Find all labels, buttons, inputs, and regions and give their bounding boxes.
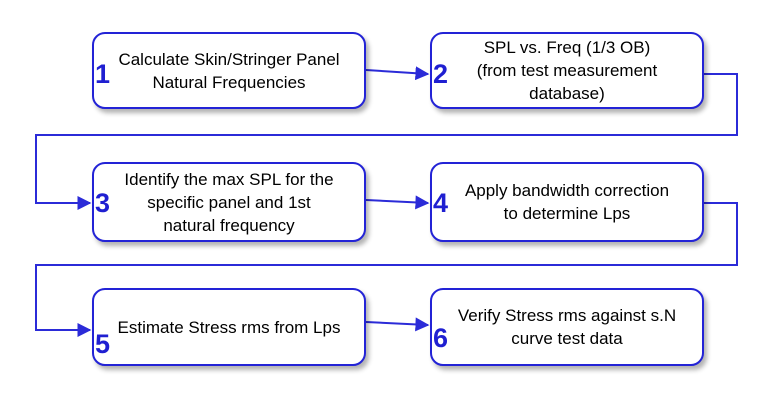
arrow-5-to-6 — [365, 317, 430, 332]
step-text-5: Estimate Stress rms from Lps — [117, 317, 341, 337]
step-box-6: Verify Stress rms against s.N curve test… — [430, 288, 704, 366]
step-number-5: 5 — [95, 329, 111, 359]
arrow-1-to-2 — [365, 66, 430, 81]
step-box-3: Identify the max SPL for the specific pa… — [92, 162, 366, 242]
step-number-4: 4 — [433, 188, 449, 218]
step-number-2: 2 — [433, 59, 449, 89]
step-text-6: Verify Stress rms against s.N curve test… — [457, 306, 677, 348]
step-text-3: Identify the max SPL for the specific pa… — [124, 169, 334, 235]
step-box-2: SPL vs. Freq (1/3 OB) (from test measure… — [430, 32, 704, 109]
step-box-4: Apply bandwidth correction to determine … — [430, 162, 704, 242]
step-number-3: 3 — [95, 188, 111, 218]
step-number-1: 1 — [95, 59, 111, 89]
step-box-1: Calculate Skin/Stringer Panel Natural Fr… — [92, 32, 366, 109]
step-text-1: Calculate Skin/Stringer Panel Natural Fr… — [118, 49, 340, 92]
step-box-5: Estimate Stress rms from Lps — [92, 288, 366, 366]
step-text-4: Apply bandwidth correction to determine … — [464, 181, 670, 223]
step-text-2: SPL vs. Freq (1/3 OB) (from test measure… — [476, 38, 658, 103]
arrow-2-to-3 — [35, 73, 738, 210]
arrow-4-to-5 — [35, 202, 738, 337]
step-number-6: 6 — [433, 323, 449, 353]
arrow-3-to-4 — [365, 195, 430, 210]
